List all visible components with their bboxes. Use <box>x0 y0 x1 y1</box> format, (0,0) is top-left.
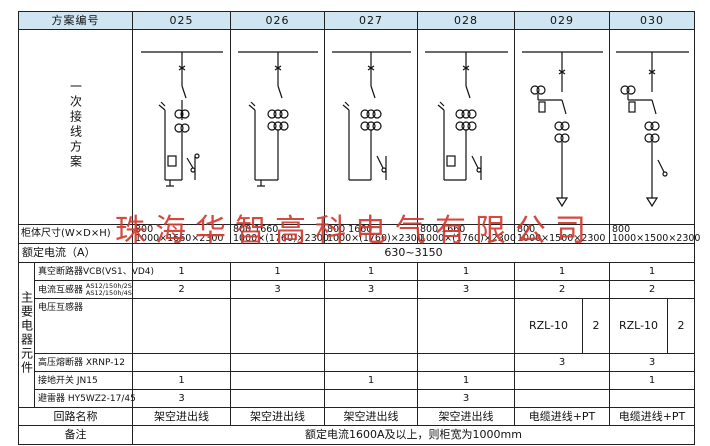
single-line-diagram-026 <box>237 51 318 187</box>
vcb-026: 1 <box>230 262 325 281</box>
components-group-cell: 主要电器元件 <box>18 262 35 408</box>
single-line-diagram-029 <box>521 51 603 208</box>
wiring-row: 一次接线方案 <box>18 29 695 225</box>
single-line-diagram-028 <box>424 51 508 181</box>
vcb-029: 1 <box>514 262 610 281</box>
scheme-number-label: 方案编号 <box>18 11 133 30</box>
diagram-030 <box>609 29 695 225</box>
circuit-025: 架空进出线 <box>132 407 231 426</box>
earth-030: 1 <box>609 371 695 390</box>
wiring-label: 一次接线方案 <box>68 80 83 170</box>
single-line-diagram-025 <box>140 51 223 187</box>
ct-027: 3 <box>324 280 418 299</box>
single-line-diagram-027 <box>331 51 411 181</box>
earth-switch-name: 接地开关 JN15 <box>34 371 133 390</box>
note-label: 备注 <box>18 425 133 445</box>
earth-025: 1 <box>132 371 231 390</box>
circuit-026: 架空进出线 <box>230 407 325 426</box>
vt-027 <box>324 298 418 354</box>
rated-current-row: 额定电流（A） 630~3150 <box>18 243 695 263</box>
ct-name: 电流互感器 <box>38 285 84 295</box>
diagram-027 <box>324 29 418 225</box>
vcb-027: 1 <box>324 262 418 281</box>
vcb-row: 主要电器元件 真空断路器VCB(VS1、VD4) 1 1 1 1 1 1 <box>18 262 695 408</box>
header-row: 方案编号 025 026 027 028 029 030 <box>18 11 695 30</box>
components-group-label: 主要电器元件 <box>19 291 34 375</box>
vt-name: 电压互感器 <box>34 298 133 354</box>
circuit-027: 架空进出线 <box>324 407 418 426</box>
fuse-name: 高压熔断器 XRNP-12 <box>34 353 133 372</box>
ct-spec-2: AS12/150h/4S <box>85 288 132 297</box>
circuit-028: 架空进出线 <box>417 407 515 426</box>
vcb-028: 1 <box>417 262 515 281</box>
single-line-diagram-030 <box>615 51 689 208</box>
dimension-label: 柜体尺寸(W×D×H) <box>18 224 133 244</box>
arrester-025: 3 <box>132 389 231 408</box>
pt-count-029: 2 <box>592 319 600 332</box>
ct-030: 2 <box>609 280 695 299</box>
wiring-label-cell: 一次接线方案 <box>18 29 133 225</box>
earth-switch-row: 接地开关 JN15 1 1 1 1 <box>19 371 695 390</box>
vcb-name: 真空断路器VCB(VS1、VD4) <box>34 262 154 281</box>
ct-spec-1: AS12/150h/2S <box>85 281 132 290</box>
scheme-029: 029 <box>514 11 610 30</box>
scheme-025: 025 <box>132 11 231 30</box>
pt-model-029: RZL-10 <box>528 319 569 332</box>
ct-025: 2 <box>132 280 231 299</box>
ct-028: 3 <box>417 280 515 299</box>
fuse-row: 高压熔断器 XRNP-12 3 3 <box>19 353 695 372</box>
vt-030: RZL-10 2 <box>609 298 695 354</box>
arrester-028: 3 <box>417 389 515 408</box>
ct-029: 2 <box>514 280 610 299</box>
circuit-029: 电缆进线+PT <box>514 407 610 426</box>
earth-026 <box>230 371 325 390</box>
ct-026: 3 <box>230 280 325 299</box>
note-row: 备注 额定电流1600A及以上，则柜宽为1000mm <box>18 425 695 445</box>
vcb-030: 1 <box>609 262 695 281</box>
earth-027: 1 <box>324 371 418 390</box>
fuse-030: 3 <box>609 353 695 372</box>
circuit-label: 回路名称 <box>18 407 133 426</box>
rated-current-label: 额定电流（A） <box>18 243 133 263</box>
vt-028 <box>417 298 515 354</box>
scheme-028: 028 <box>417 11 515 30</box>
rated-current-value: 630~3150 <box>132 243 695 263</box>
circuit-row: 回路名称 架空进出线 架空进出线 架空进出线 架空进出线 电缆进线+PT 电缆进… <box>18 407 695 426</box>
vt-025 <box>132 298 231 354</box>
circuit-030: 电缆进线+PT <box>609 407 695 426</box>
vt-029: RZL-10 2 <box>514 298 610 354</box>
scheme-027: 027 <box>324 11 418 30</box>
arrester-row: 避雷器 HY5WZ2-17/45 3 3 <box>19 389 695 408</box>
diagram-029 <box>514 29 610 225</box>
scheme-030: 030 <box>609 11 695 30</box>
fuse-029: 3 <box>514 353 610 372</box>
pt-count-030: 2 <box>677 319 685 332</box>
arrester-name: 避雷器 HY5WZ2-17/45 <box>34 389 136 408</box>
earth-029 <box>514 371 610 390</box>
note-value: 额定电流1600A及以上，则柜宽为1000mm <box>132 425 695 445</box>
scheme-026: 026 <box>230 11 325 30</box>
vt-026 <box>230 298 325 354</box>
earth-028: 1 <box>417 371 515 390</box>
pt-model-030: RZL-10 <box>618 319 659 332</box>
diagram-028 <box>417 29 515 225</box>
diagram-026 <box>230 29 325 225</box>
scheme-table: 方案编号 025 026 027 028 029 030 一次接线方案 <box>18 11 700 445</box>
vt-row: 电压互感器 RZL-10 2 RZL-10 2 <box>19 298 695 354</box>
diagram-025 <box>132 29 231 225</box>
